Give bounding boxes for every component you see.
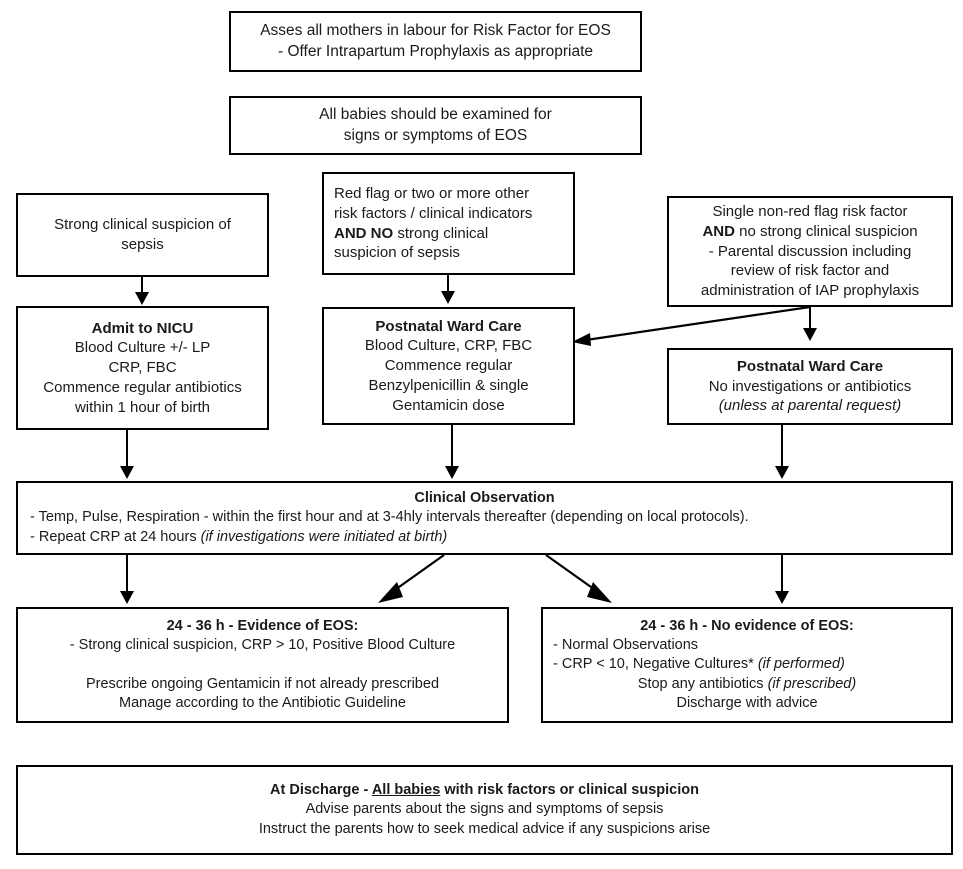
arrow-single-flag-to-postnatal-no-abx-line [809, 307, 811, 329]
arrow-observation-to-evidence-diagonal [378, 554, 445, 603]
no-evidence-eos-heading: 24 - 36 h - No evidence of EOS: [640, 618, 854, 635]
diagonal-arrow-head [587, 582, 612, 603]
red-flag-and-no-emphasis: AND NO [334, 224, 394, 242]
red-flag-line-2: risk factors / clinical indicators [334, 204, 533, 222]
at-discharge-heading-post: with risk factors or clinical suspicion [440, 782, 699, 799]
examine-babies-line-1: All babies should be examined for [319, 106, 552, 124]
single-flag-line-4: review of risk factor and [730, 262, 890, 280]
clinical-observation-line-1: - Temp, Pulse, Respiration - within the … [30, 509, 749, 526]
single-flag-line-2: AND no strong clinical suspicion [669, 222, 951, 242]
arrow-observation-to-no-evidence-diagonal [545, 554, 612, 603]
arrow-red-flag-to-postnatal-abx-line [447, 275, 449, 292]
admit-to-nicu-box: Admit to NICU Blood Culture +/- LP CRP, … [16, 306, 269, 430]
examine-babies-box: All babies should be examined for signs … [229, 96, 642, 155]
postnatal-ward-care-no-investigations-box: Postnatal Ward Care No investigations or… [667, 348, 953, 425]
arrow-postnatal-no-abx-to-observation-head [775, 466, 789, 479]
postnatal-no-abx-line-2: (unless at parental request) [718, 397, 902, 415]
postnatal-abx-heading: Postnatal Ward Care [375, 317, 522, 335]
at-discharge-line-2: Instruct the parents how to seek medical… [258, 820, 711, 837]
strong-suspicion-line-1: Strong clinical suspicion of [54, 216, 231, 234]
admit-to-nicu-line-4: within 1 hour of birth [74, 398, 211, 416]
strong-suspicion-line-2: sepsis [121, 236, 164, 253]
arrow-postnatal-abx-to-observation-head [445, 466, 459, 479]
arrow-observation-to-evidence-left-line [126, 555, 128, 592]
diagonal-arrow-head [378, 582, 403, 603]
clinical-observation-heading: Clinical Observation [414, 490, 555, 507]
postnatal-abx-line-2: Commence regular [384, 357, 513, 375]
at-discharge-heading-underline: All babies [371, 782, 441, 799]
arrow-postnatal-abx-to-observation-line [451, 425, 453, 468]
postnatal-no-abx-line-1: No investigations or antibiotics [708, 377, 912, 395]
arrow-strong-suspicion-to-nicu-head [135, 292, 149, 305]
red-flag-line-4: suspicion of sepsis [334, 244, 460, 262]
diagonal-arrow-shaft [545, 554, 599, 593]
arrow-nicu-to-observation-line [126, 430, 128, 468]
no-evidence-eos-line-3: Stop any antibiotics (if prescribed) [543, 675, 951, 694]
single-flag-and-emphasis: AND [702, 222, 735, 240]
admit-to-nicu-line-2: CRP, FBC [108, 359, 177, 377]
postnatal-abx-line-3: Benzylpenicillin & single [368, 376, 529, 394]
arrow-strong-suspicion-to-nicu-line [141, 277, 143, 294]
evidence-eos-spacer [18, 655, 507, 674]
single-non-red-flag-box: Single non-red flag risk factor AND no s… [667, 196, 953, 307]
no-evidence-eos-line-1: - Normal Observations [553, 637, 699, 654]
arrow-single-flag-to-postnatal-no-abx-head [803, 328, 817, 341]
arrow-nicu-to-observation-head [120, 466, 134, 479]
arrow-red-flag-to-postnatal-abx-head [441, 291, 455, 304]
evidence-eos-line-2: Prescribe ongoing Gentamicin if not alre… [85, 675, 440, 692]
evidence-eos-line-3: Manage according to the Antibiotic Guide… [119, 694, 406, 711]
at-discharge-heading: At Discharge - All babies with risk fact… [18, 781, 951, 800]
single-flag-line-5: administration of IAP prophylaxis [700, 282, 920, 300]
red-flag-line-3-rest: strong clinical [393, 224, 489, 242]
assess-mothers-line-1: Asses all mothers in labour for Risk Fac… [260, 22, 611, 40]
red-flag-line-3: AND NO strong clinical [334, 224, 573, 244]
postnatal-no-abx-heading: Postnatal Ward Care [736, 357, 884, 375]
red-flag-risk-factors-box: Red flag or two or more other risk facto… [322, 172, 575, 275]
arrow-observation-to-evidence-left-head [120, 591, 134, 604]
arrow-observation-to-no-evidence-right-head [775, 591, 789, 604]
arrow-observation-to-no-evidence-right-line [781, 555, 783, 592]
single-flag-line-3: - Parental discussion including [708, 242, 912, 260]
evidence-of-eos-box: 24 - 36 h - Evidence of EOS: - Strong cl… [16, 607, 509, 723]
no-evidence-eos-line-3-plain: Stop any antibiotics [637, 675, 768, 692]
diagonal-arrow-head [572, 333, 591, 346]
assess-mothers-box: Asses all mothers in labour for Risk Fac… [229, 11, 642, 72]
evidence-eos-heading: 24 - 36 h - Evidence of EOS: [166, 618, 359, 635]
arrow-postnatal-no-abx-to-observation-line [781, 425, 783, 468]
at-discharge-box: At Discharge - All babies with risk fact… [16, 765, 953, 855]
evidence-eos-line-1: - Strong clinical suspicion, CRP > 10, P… [69, 637, 456, 654]
diagonal-arrow-shaft [391, 554, 445, 593]
postnatal-ward-care-antibiotics-box: Postnatal Ward Care Blood Culture, CRP, … [322, 307, 575, 425]
at-discharge-line-1: Advise parents about the signs and sympt… [305, 801, 664, 818]
postnatal-abx-line-1: Blood Culture, CRP, FBC [364, 337, 533, 355]
single-flag-line-2-rest: no strong clinical suspicion [734, 222, 918, 240]
arrow-single-flag-to-postnatal-abx [572, 305, 811, 346]
no-evidence-eos-line-2-plain: - CRP < 10, Negative Cultures* [553, 656, 758, 673]
admit-to-nicu-line-1: Blood Culture +/- LP [74, 339, 211, 357]
strong-clinical-suspicion-box: Strong clinical suspicion of sepsis [16, 193, 269, 277]
clinical-observation-box: Clinical Observation - Temp, Pulse, Resp… [16, 481, 953, 555]
clinical-observation-line-2: - Repeat CRP at 24 hours (if investigati… [18, 528, 951, 547]
clinical-observation-line-2-italic: (if investigations were initiated at bir… [200, 528, 448, 545]
no-evidence-eos-line-2: - CRP < 10, Negative Cultures* (if perfo… [543, 655, 951, 674]
red-flag-line-1: Red flag or two or more other [334, 184, 530, 202]
examine-babies-line-2: signs or symptoms of EOS [343, 126, 528, 144]
no-evidence-eos-line-3-italic: (if prescribed) [767, 675, 857, 692]
admit-to-nicu-heading: Admit to NICU [91, 319, 194, 337]
admit-to-nicu-line-3: Commence regular antibiotics [43, 378, 242, 396]
no-evidence-eos-line-4: Discharge with advice [676, 694, 818, 711]
at-discharge-heading-pre: At Discharge - [270, 782, 372, 799]
diagonal-arrow-shaft [585, 305, 811, 342]
postnatal-abx-line-4: Gentamicin dose [392, 396, 505, 414]
no-evidence-of-eos-box: 24 - 36 h - No evidence of EOS: - Normal… [541, 607, 953, 723]
single-flag-line-1: Single non-red flag risk factor [712, 203, 908, 220]
assess-mothers-line-2: - Offer Intrapartum Prophylaxis as appro… [277, 42, 594, 60]
no-evidence-eos-line-2-italic: (if performed) [757, 656, 845, 673]
clinical-observation-line-2-plain: - Repeat CRP at 24 hours [30, 528, 201, 545]
